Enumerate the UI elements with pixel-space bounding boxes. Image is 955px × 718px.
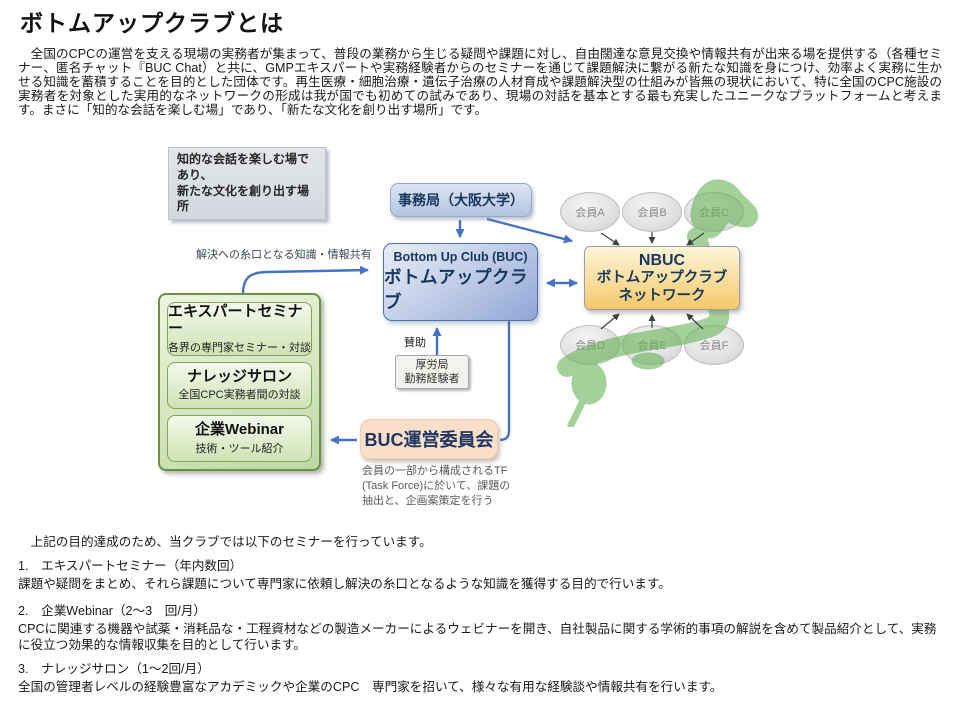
line-buc-to-steering xyxy=(499,321,511,442)
arrow-member-c xyxy=(686,232,705,246)
steering-caption-line1: 会員の一部から構成されるTF xyxy=(362,465,508,477)
buc-box: Bottom Up Club (BUC) ボトムアップクラブ xyxy=(383,243,538,321)
knowledge-salon-title: ナレッジサロン xyxy=(186,368,292,385)
mhlw-line1: 厚労局 xyxy=(415,358,449,371)
seminars-intro: 上記の目的達成のため、当クラブでは以下のセミナーを行っています。 xyxy=(18,535,432,549)
member-label: 会員F xyxy=(699,340,729,352)
note-line2: 新たな文化を創り出す場所 xyxy=(177,183,310,214)
seminar-group-box: エキスパートセミナー 各界の専門家セミナー・対談 ナレッジサロン 全国CPC実務… xyxy=(158,293,321,471)
mhlw-line2: 勤務経験者 xyxy=(404,373,460,385)
member-ellipse-d: 会員D xyxy=(560,325,620,365)
member-label: 会員A xyxy=(575,207,605,219)
seminar-item-1: 1. エキスパートセミナー（年内数回） 課題や疑問をまとめ、それら課題について専… xyxy=(18,559,948,593)
member-ellipse-f: 会員F xyxy=(684,325,744,365)
seminar-item-1-body: 課題や疑問をまとめ、それら課題について専門家に依頼し解決の糸口となるような知識を… xyxy=(18,577,671,592)
seminar-item-3: 3. ナレッジサロン（1～2回/月） 全国の管理者レベルの経験豊富なアカデミック… xyxy=(18,662,948,696)
nbuc-line2: ボトムアップクラブ xyxy=(596,270,728,287)
arrow-seminars-to-buc xyxy=(241,265,369,295)
knowledge-salon-subtitle: 全国CPC実務者間の対談 xyxy=(178,389,301,402)
arrow-member-a xyxy=(600,232,620,246)
arrow-secretariat-to-nbuc xyxy=(486,217,573,244)
member-label: 会員C xyxy=(699,207,729,219)
member-ellipse-a: 会員A xyxy=(560,192,620,232)
expert-seminar-box: エキスパートセミナー 各界の専門家セミナー・対談 xyxy=(167,302,312,356)
buc-name-en: Bottom Up Club (BUC) xyxy=(393,250,528,264)
support-label: 賛助 xyxy=(404,337,426,349)
secretariat-box: 事務局（大阪大学） xyxy=(390,183,532,217)
seminar-item-3-body: 全国の管理者レベルの経験豊富なアカデミックや企業のCPC 専門家を招いて、様々な… xyxy=(18,680,723,695)
member-label: 会員B xyxy=(637,207,667,219)
knowledge-salon-box: ナレッジサロン 全国CPC実務者間の対談 xyxy=(167,361,312,409)
nbuc-line3: ネットワーク xyxy=(618,287,706,304)
corporate-webinar-box: 企業Webinar 技術・ツール紹介 xyxy=(167,414,312,462)
nbuc-box: NBUC ボトムアップクラブ ネットワーク xyxy=(584,246,740,310)
expert-seminar-subtitle: 各界の専門家セミナー・対談 xyxy=(168,341,311,354)
member-label: 会員D xyxy=(575,340,605,352)
steering-committee-label: BUC運営委員会 xyxy=(364,430,494,450)
seminar-item-2-body: CPCに関連する機器や試薬・消耗品な・工程資材などの製造メーカーによるウェビナー… xyxy=(18,622,937,652)
corporate-webinar-title: 企業Webinar xyxy=(195,421,284,439)
expert-seminar-title: エキスパートセミナー xyxy=(168,303,303,338)
page-title: ボトムアップクラブとは xyxy=(20,10,284,36)
note-line1: 知的な会話を楽しむ場であり、 xyxy=(177,152,310,182)
member-ellipse-b: 会員B xyxy=(622,192,682,232)
member-label: 会員E xyxy=(637,340,667,352)
nbuc-line1: NBUC xyxy=(638,252,686,270)
knowledge-share-label: 解決への糸口となる知識・情報共有 xyxy=(196,249,372,261)
seminar-item-2-heading: 2. 企業Webinar（2～3 回/月） xyxy=(18,604,207,618)
steering-caption-line2: (Task Force)に於いて、課題の xyxy=(362,480,511,493)
seminar-item-1-heading: 1. エキスパートセミナー（年内数回） xyxy=(18,559,243,573)
steering-committee-box: BUC運営委員会 xyxy=(360,419,498,459)
seminar-item-3-heading: 3. ナレッジサロン（1～2回/月） xyxy=(18,662,210,676)
note-box: 知的な会話を楽しむ場であり、 新たな文化を創り出す場所 xyxy=(168,147,326,221)
corporate-webinar-subtitle: 技術・ツール紹介 xyxy=(195,442,284,455)
member-ellipse-c: 会員C xyxy=(684,192,744,232)
seminar-item-2: 2. 企業Webinar（2～3 回/月） CPCに関連する機器や試薬・消耗品な… xyxy=(18,604,948,653)
steering-caption-line3: 抽出と、企画案策定を行う xyxy=(362,495,494,508)
secretariat-label: 事務局（大阪大学） xyxy=(398,192,524,208)
intro-paragraph: 全国のCPCの運営を支える現場の実務者が集まって、普段の業務から生じる疑問や課題… xyxy=(18,47,942,118)
steering-caption: 会員の一部から構成されるTF (Task Force)に於いて、課題の 抽出と、… xyxy=(362,464,522,510)
member-ellipse-e: 会員E xyxy=(622,325,682,365)
buc-name-jp: ボトムアップクラブ xyxy=(384,267,528,312)
mhlw-box: 厚労局 勤務経験者 xyxy=(395,355,469,389)
